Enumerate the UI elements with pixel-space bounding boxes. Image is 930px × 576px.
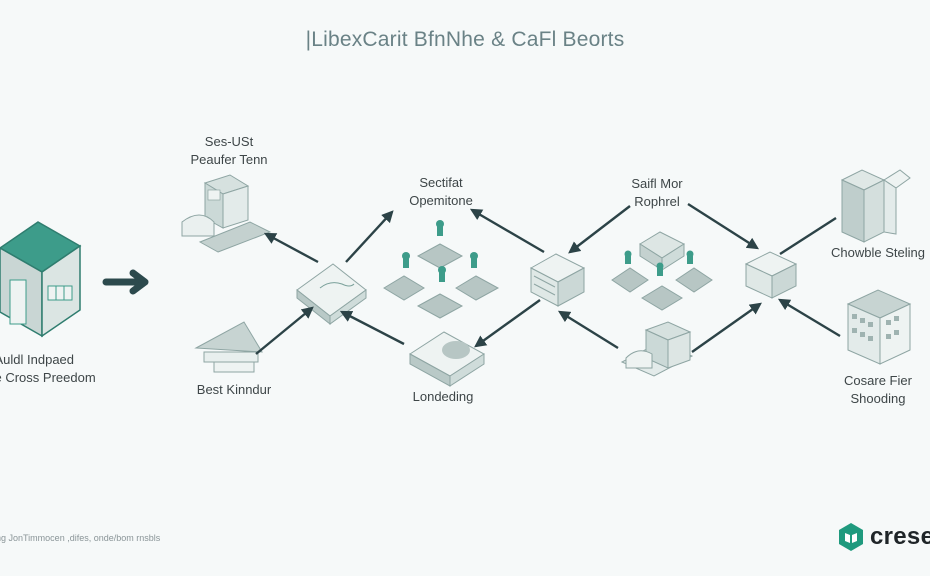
node-label-far-right-top: Chowble Steling [831,245,925,260]
node-label-bottom-left: Best Kinndur [196,382,272,397]
connector-arrow [474,299,541,348]
connector-arrow [345,210,394,263]
chess-pieces-icon [611,231,713,311]
map-tile-icon [296,263,367,326]
tall-cabinet-icon [840,169,911,243]
brand-name: crese [870,523,930,550]
connector-arrow [687,202,760,250]
connector-arrow [779,216,837,256]
connector-arrow [263,232,319,264]
flow-arrow-icon [102,269,149,295]
book-hexagon-icon [839,523,863,551]
chess-pieces-icon [383,220,500,319]
office-building-icon [846,289,912,365]
connector-arrow [691,302,762,353]
node-label-cluster-top-right: Saifl Mor Rophrel [631,176,683,209]
node-label-bottom-center: Londeding [412,389,474,404]
factory-icon [620,321,694,377]
diagram-title: |LibexCarit BfnNhe & CaFl Beorts [305,28,625,51]
factory-icon [181,174,272,253]
node-label-far-right-bottom: Cosare Fier Shooding [844,373,912,406]
node-label-source: t Auldl Indpaed ce Cross Preedom [0,352,96,385]
connector-arrow [339,310,405,346]
footer-note: ng JonTimmocen ,difes, onde/bom rnsbls [0,533,161,543]
connector-arrow [568,205,631,254]
server-box-icon [529,253,586,307]
connector-arrow [255,306,314,355]
device-box-icon [744,251,798,299]
node-label-cluster-top-center: Sectifat Opemitone [409,175,473,208]
house-cube-icon [0,221,82,338]
roof-shelter-icon [194,321,263,373]
map-box-icon [409,331,485,387]
node-label-top-left: Ses-USt Peaufer Tenn [190,134,268,167]
connector-arrow [557,310,619,350]
connector-arrow [469,208,545,254]
brand-logo: crese [838,522,930,552]
connector-arrow [777,298,841,338]
